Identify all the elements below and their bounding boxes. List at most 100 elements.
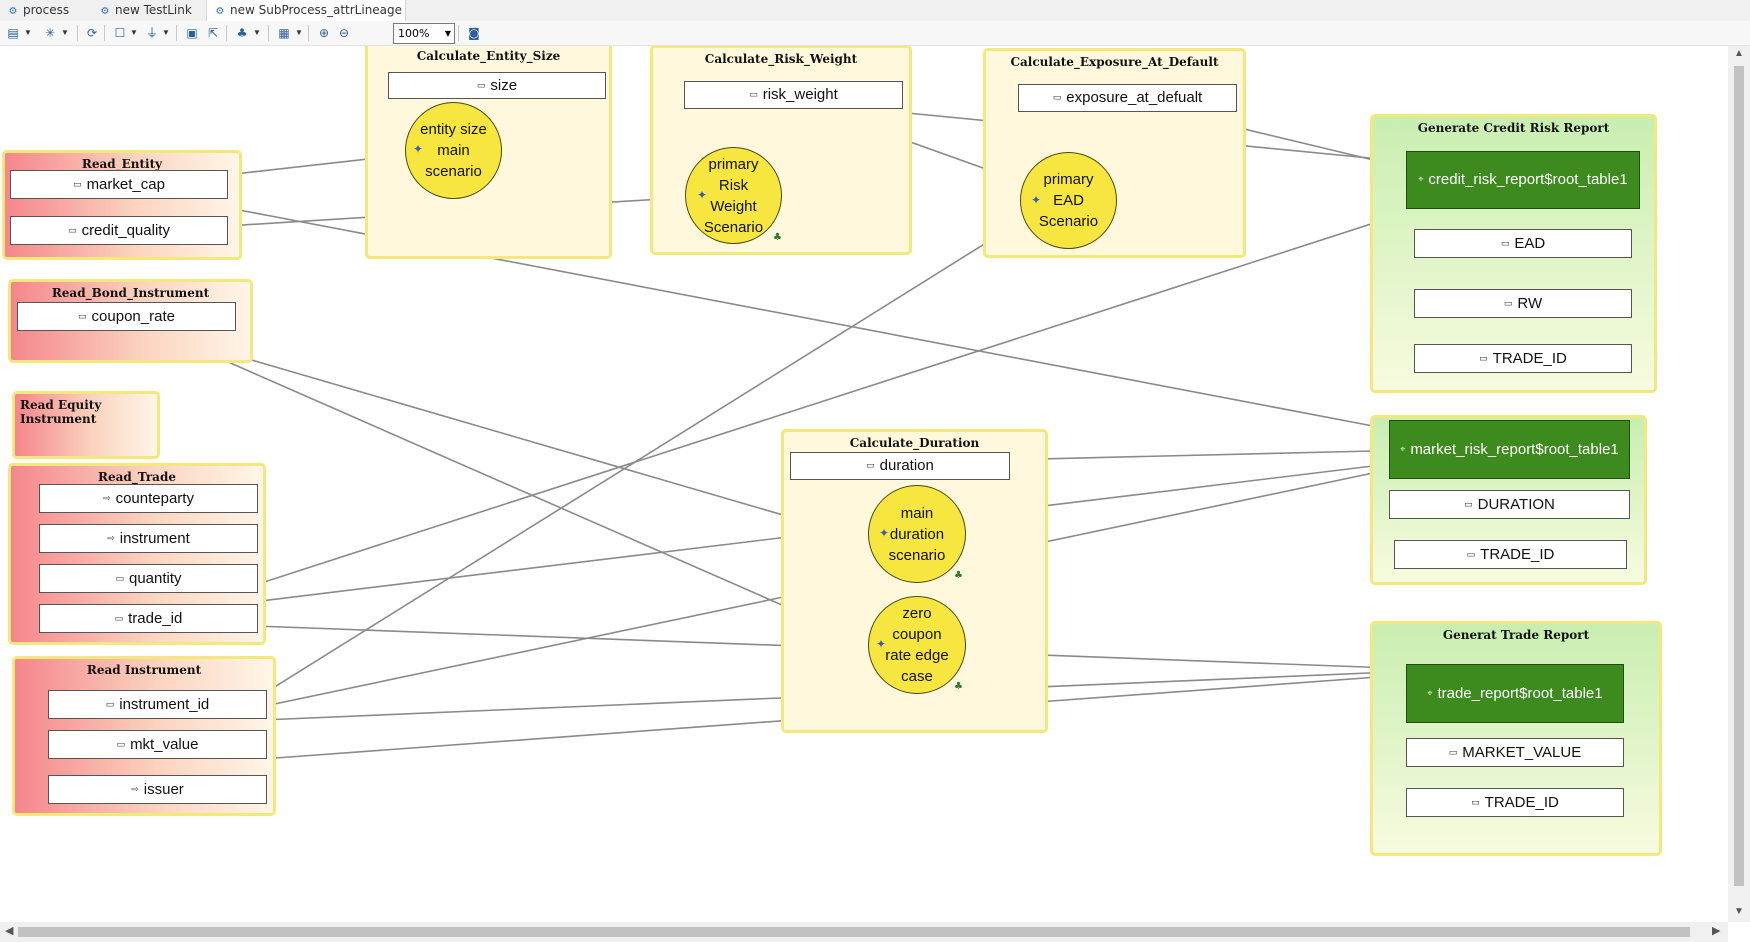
scroll-right-icon[interactable]: ▶: [1712, 925, 1721, 937]
node-read-entity[interactable]: Read_Entity ▭market_cap ▭credit_quality: [2, 150, 242, 260]
filter-dropdown-icon[interactable]: ▼: [162, 28, 170, 37]
layout-icon[interactable]: ▤: [7, 26, 19, 40]
attribute-icon: ▭: [78, 312, 87, 322]
attr-instrument-id[interactable]: ▭instrument_id: [48, 690, 267, 719]
attr-size[interactable]: ▭size: [388, 72, 606, 99]
reference-attribute-icon: ⇨: [131, 785, 139, 795]
attribute-icon: ▭: [105, 700, 115, 710]
attr-market-risk-report-root-table[interactable]: ⌖market_risk_report$root_table1: [1389, 420, 1630, 479]
tab-new-testlink[interactable]: ⚙new TestLink: [92, 0, 204, 21]
horizontal-scrollbar[interactable]: ◀ ▶: [0, 922, 1728, 942]
node-title: Generat Trade Report: [1442, 628, 1590, 642]
attribute-icon: ▭: [1052, 93, 1062, 103]
root-table-icon: ⌖: [1400, 445, 1406, 455]
edge-credit-report-to-trade-id: [188, 211, 1409, 609]
vertical-scroll-thumb[interactable]: [1734, 66, 1744, 886]
node-title: Calculate_Exposure_At_Default: [1010, 55, 1219, 69]
toolbar-separator: [458, 25, 459, 41]
camera-icon[interactable]: ◙: [468, 26, 480, 40]
attr-instrument[interactable]: ⇨instrument: [39, 524, 258, 553]
toolbar-separator: [176, 25, 177, 41]
vertical-scrollbar[interactable]: ▲ ▼: [1728, 46, 1750, 922]
scenario-zero-coupon-rate-edge-case[interactable]: zero coupon rate edge case: [868, 596, 966, 694]
scroll-left-icon[interactable]: ◀: [5, 925, 14, 937]
zoom-in-icon[interactable]: ⊕: [318, 26, 330, 40]
scenario-hierarchy-icon: ♣: [954, 570, 963, 581]
toolbar-separator: [226, 25, 227, 41]
node-market-risk-report[interactable]: ⌖market_risk_report$root_table1 ▭DURATIO…: [1370, 415, 1647, 585]
attr-issuer[interactable]: ⇨issuer: [48, 775, 267, 804]
node-calculate-exposure-at-default[interactable]: Calculate_Exposure_At_Default ▭exposure_…: [983, 48, 1246, 258]
node-calculate-duration[interactable]: Calculate_Duration ▭duration main durati…: [781, 429, 1048, 733]
attr-trade-id[interactable]: ▭trade_id: [39, 604, 258, 633]
attr-market-value[interactable]: ▭MARKET_VALUE: [1406, 738, 1624, 767]
attribute-icon: ▭: [1471, 798, 1480, 808]
attr-trade-report-root-table[interactable]: ⌖trade_report$root_table1: [1406, 664, 1624, 723]
attr-coupon-rate[interactable]: ▭coupon_rate: [17, 302, 236, 331]
attr-market-cap[interactable]: ▭market_cap: [10, 170, 228, 199]
process-icon: ⚙: [8, 6, 18, 17]
node-title: Read Equity Instrument: [20, 398, 102, 426]
edge-duration-scenario-to-coupon-rate: [157, 330, 856, 537]
attribute-icon: ▭: [1464, 500, 1473, 510]
scenario-entity-size-main[interactable]: entity size main scenario: [405, 102, 502, 199]
node-read-bond-instrument[interactable]: Read_Bond_Instrument ▭coupon_rate: [8, 279, 253, 363]
clipboard-dropdown-icon[interactable]: ▼: [295, 28, 303, 37]
tab-new-subprocess-attrlineage[interactable]: ⚙new SubProcess_attrLineage✕: [206, 0, 406, 39]
attr-credit-quality[interactable]: ▭credit_quality: [10, 216, 228, 245]
attr-ead[interactable]: ▭EAD: [1414, 229, 1632, 258]
attr-duration[interactable]: ▭duration: [790, 452, 1010, 480]
attr-rw[interactable]: ▭RW: [1414, 289, 1632, 318]
horizontal-scroll-thumb[interactable]: [18, 927, 1690, 937]
node-generate-trade-report[interactable]: Generat Trade Report ⌖trade_report$root_…: [1370, 621, 1662, 856]
node-title: Read_Entity: [81, 157, 163, 171]
scenario-main-duration[interactable]: main duration scenario: [868, 485, 966, 583]
arrange-dropdown-icon[interactable]: ▼: [61, 28, 69, 37]
hierarchy-dropdown-icon[interactable]: ▼: [253, 28, 261, 37]
select-dropdown-icon[interactable]: ▼: [130, 28, 138, 37]
attribute-icon: ▭: [1503, 299, 1513, 309]
node-title: Read_Trade: [98, 470, 176, 484]
node-generate-credit-risk-report[interactable]: Generate Credit Risk Report ⌖credit_risk…: [1370, 114, 1657, 393]
node-read-instrument[interactable]: Read Instrument ▭instrument_id ▭mkt_valu…: [12, 656, 276, 816]
attr-quantity[interactable]: ▭quantity: [39, 564, 258, 593]
edge-ead-to-instrument-id: [179, 227, 1011, 747]
attr-trade-id[interactable]: ▭TRADE_ID: [1406, 788, 1624, 817]
attr-risk-weight[interactable]: ▭risk_weight: [684, 81, 903, 109]
attr-mkt-value[interactable]: ▭mkt_value: [48, 730, 267, 759]
edge-zero-coupon-to-coupon-rate: [160, 331, 856, 638]
toolbar-separator: [77, 25, 78, 41]
scroll-down-icon[interactable]: ▼: [1734, 906, 1744, 917]
select-icon[interactable]: ☐: [114, 26, 126, 40]
filter-icon[interactable]: ⏚: [145, 26, 158, 40]
toolbar-separator: [104, 25, 105, 41]
attr-trade-id[interactable]: ▭TRADE_ID: [1394, 540, 1627, 569]
node-title: Calculate_Entity_Size: [416, 49, 561, 63]
layout-dropdown-icon[interactable]: ▼: [24, 28, 32, 37]
node-calculate-risk-weight[interactable]: Calculate_Risk_Weight ▭risk_weight prima…: [650, 46, 912, 255]
attr-trade-id[interactable]: ▭TRADE_ID: [1414, 344, 1632, 373]
attr-counteparty[interactable]: ⇨counteparty: [39, 484, 258, 513]
zoom-level-select[interactable]: 100%▼: [393, 23, 455, 44]
scroll-up-icon[interactable]: ▲: [1734, 48, 1744, 59]
attr-credit-risk-report-root-table[interactable]: ⌖credit_risk_report$root_table1: [1406, 151, 1640, 209]
export-icon[interactable]: ⇱: [207, 26, 219, 40]
scenario-primary-risk-weight[interactable]: primary Risk Weight Scenario: [685, 147, 782, 244]
node-calculate-entity-size[interactable]: Calculate_Entity_Size ▭size entity size …: [365, 46, 612, 259]
scenario-hierarchy-icon: ♣: [954, 681, 963, 692]
node-read-equity-instrument[interactable]: Read Equity Instrument: [12, 391, 160, 459]
auto-arrange-icon[interactable]: ✳: [44, 26, 56, 40]
clipboard-icon[interactable]: ▦: [278, 26, 290, 40]
scenario-primary-ead[interactable]: primary EAD Scenario: [1020, 152, 1117, 249]
attr-duration[interactable]: ▭DURATION: [1389, 490, 1630, 519]
scenario-hierarchy-icon: ♣: [773, 232, 782, 243]
refresh-icon[interactable]: ⟳: [86, 26, 98, 40]
image-icon[interactable]: ▣: [186, 26, 198, 40]
zoom-out-icon[interactable]: ⊖: [338, 26, 350, 40]
attr-exposure-at-default[interactable]: ▭exposure_at_defualt: [1018, 84, 1237, 112]
node-read-trade[interactable]: Read_Trade ⇨counteparty ⇨instrument ▭qua…: [8, 463, 266, 645]
diagram-canvas[interactable]: Calculate_Entity_Size ▭size entity size …: [0, 46, 1728, 922]
node-title: Read_Bond_Instrument: [51, 286, 210, 300]
tab-process[interactable]: ⚙process: [0, 0, 90, 21]
hierarchy-icon[interactable]: ♣: [236, 26, 248, 40]
